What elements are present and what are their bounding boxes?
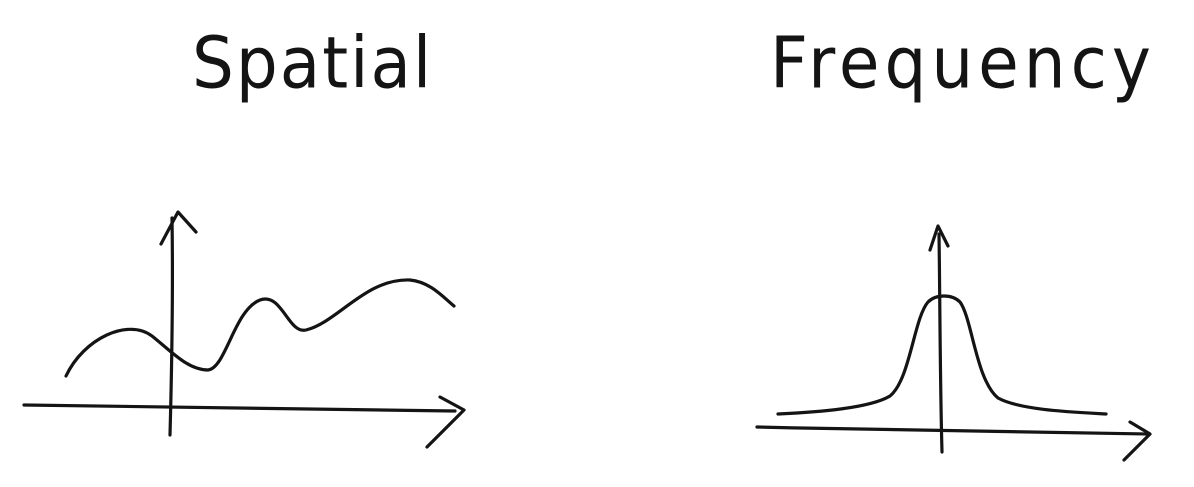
spatial-y-axis xyxy=(168,216,174,437)
spatial-y-axis-arrowhead xyxy=(159,210,198,246)
frequency-x-axis-arrowhead xyxy=(1122,420,1152,462)
spatial-signal-curve xyxy=(64,278,456,378)
frequency-peak-curve xyxy=(776,294,1108,416)
spatial-x-axis xyxy=(22,403,457,413)
frequency-title: Frequency xyxy=(770,21,1156,105)
spatial-x-axis-arrowhead xyxy=(425,395,466,449)
frequency-y-axis xyxy=(937,232,944,454)
spatial-title: Spatial xyxy=(192,21,434,105)
frequency-plot xyxy=(755,224,1152,462)
frequency-x-axis xyxy=(755,425,1150,436)
frequency-y-axis-arrowhead xyxy=(928,224,950,252)
spatial-plot xyxy=(22,210,466,449)
